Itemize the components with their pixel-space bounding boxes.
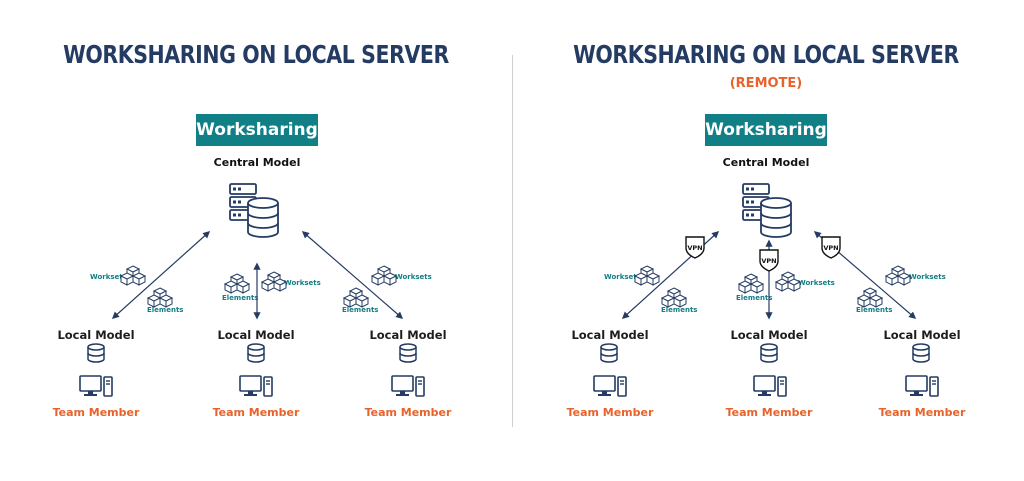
right-computer-icon-2 — [753, 375, 787, 397]
right-local-model-label-2: Local Model — [730, 328, 808, 342]
right-title: WORKSHARING ON LOCAL SERVER — [573, 40, 959, 69]
left-team-member-label-3: Team Member — [364, 406, 452, 419]
right-computer-icon-1 — [593, 375, 627, 397]
left-database-icon-2 — [247, 343, 265, 363]
left-worksets-tag-3: Worksets — [395, 273, 432, 281]
right-central-model-label: Central Model — [722, 156, 810, 169]
left-team-member-label-1: Team Member — [52, 406, 140, 419]
right-vpn-shield-icon-3: VPN — [821, 236, 841, 259]
right-cubes-icon-2 — [662, 288, 686, 307]
left-database-icon-3 — [399, 343, 417, 363]
left-computer-icon-2 — [239, 375, 273, 397]
left-worksharing-badge: Worksharing — [196, 114, 318, 146]
right-cubes-icon-4 — [776, 272, 800, 291]
left-central-server-icon — [229, 183, 279, 238]
left-elements-tag-2: Elements — [222, 294, 259, 302]
left-local-model-label-2: Local Model — [217, 328, 295, 342]
vpn-label-1: VPN — [687, 244, 702, 252]
left-cubes-icon-5 — [344, 288, 368, 307]
left-computer-icon-3 — [391, 375, 425, 397]
panel-divider — [512, 55, 513, 427]
left-cubes-icon-3 — [225, 274, 249, 293]
left-local-model-label-1: Local Model — [57, 328, 135, 342]
right-cubes-icon-3 — [739, 274, 763, 293]
right-worksets-tag-3: Worksets — [909, 273, 946, 281]
right-team-member-label-1: Team Member — [566, 406, 654, 419]
left-title: WORKSHARING ON LOCAL SERVER — [63, 40, 449, 69]
right-elements-tag-2: Elements — [736, 294, 773, 302]
vpn-label-3: VPN — [823, 244, 838, 252]
vpn-label-2: VPN — [761, 257, 776, 265]
left-arrow-1 — [111, 231, 211, 319]
left-team-member-label-2: Team Member — [212, 406, 300, 419]
right-database-icon-2 — [760, 343, 778, 363]
right-vpn-shield-icon-2: VPN — [759, 249, 779, 272]
right-vpn-shield-icon-1: VPN — [685, 236, 705, 259]
right-database-icon-1 — [600, 343, 618, 363]
right-central-server-icon — [742, 183, 792, 238]
right-database-icon-3 — [912, 343, 930, 363]
right-subtitle: (REMOTE) — [729, 76, 803, 91]
right-worksharing-badge: Worksharing — [705, 114, 827, 146]
right-computer-icon-3 — [905, 375, 939, 397]
left-cubes-icon-1 — [121, 266, 145, 285]
right-team-member-label-3: Team Member — [878, 406, 966, 419]
left-local-model-label-3: Local Model — [369, 328, 447, 342]
left-worksets-tag-1: Worksets — [90, 273, 127, 281]
left-cubes-icon-4 — [262, 272, 286, 291]
right-cubes-icon-1 — [635, 266, 659, 285]
left-arrow-3 — [301, 231, 404, 319]
right-cubes-icon-6 — [886, 266, 910, 285]
right-team-member-label-2: Team Member — [725, 406, 813, 419]
right-cubes-icon-5 — [858, 288, 882, 307]
left-cubes-icon-2 — [148, 288, 172, 307]
right-local-model-label-1: Local Model — [571, 328, 649, 342]
left-central-model-label: Central Model — [213, 156, 301, 169]
left-database-icon-1 — [87, 343, 105, 363]
right-local-model-label-3: Local Model — [883, 328, 961, 342]
left-computer-icon-1 — [79, 375, 113, 397]
left-cubes-icon-6 — [372, 266, 396, 285]
